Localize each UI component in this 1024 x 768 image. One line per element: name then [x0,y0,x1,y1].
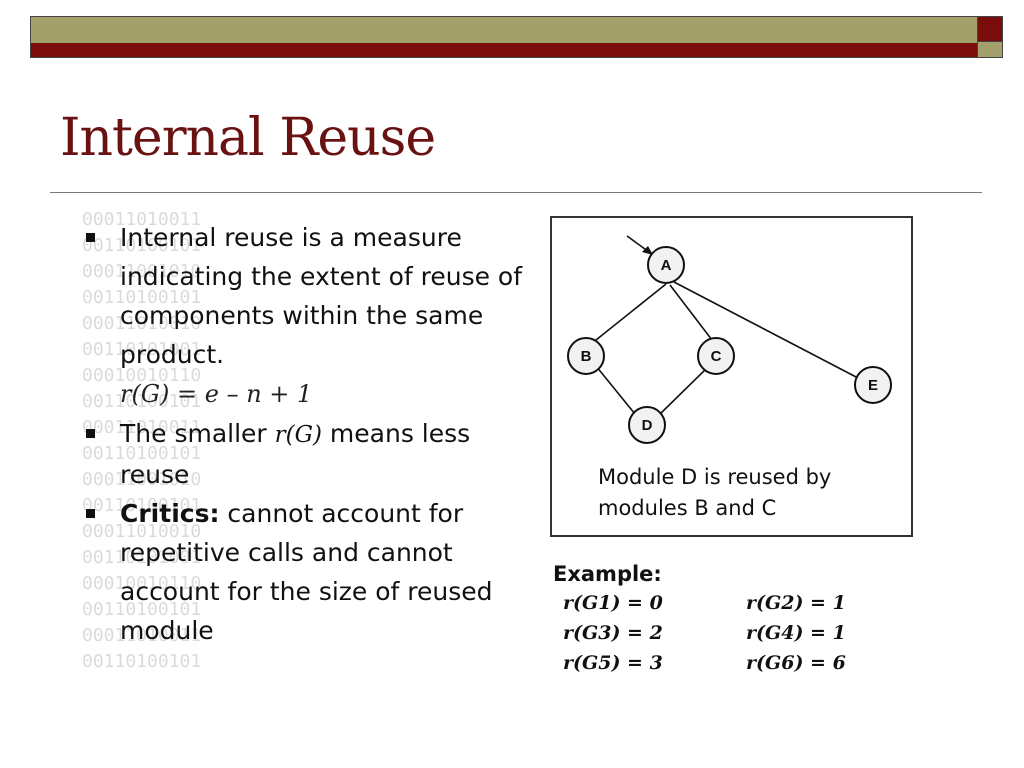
edge-b-d [595,365,636,415]
figure-caption: Module D is reused by modules B and C [598,462,831,524]
edge-c-d [658,367,708,416]
slide-title: Internal Reuse [60,108,436,168]
bullet-text-rg: r(G) [274,422,322,448]
node-label-c: C [711,348,722,365]
example-value: r(G1) = 0 [563,592,663,614]
header-band [30,16,978,58]
caption-line-2: modules B and C [598,496,777,520]
example-value: r(G4) = 1 [746,622,846,644]
node-a [647,246,685,284]
edge-a-c [669,284,713,341]
bullet-text-pre: The smaller [120,419,275,448]
bullet-definition: Internal reuse is a measure indicating t… [84,218,534,374]
bullet-critics: Critics: cannot account for repetitive c… [84,494,534,650]
critics-text: cannot account for repetitive calls and … [120,499,493,645]
reuse-formula: r(G) = e – n + 1 [120,380,313,408]
module-graph: A B C D E [567,235,892,444]
node-label-b: B [581,348,592,365]
node-c [697,337,735,375]
binary-background-decoration: 00011010011 00110100101 00011001010 0011… [82,209,202,672]
edge-a-e [673,281,859,379]
header-maroon-stripe [31,43,977,57]
bullet-marker-icon [86,429,95,438]
critics-label: Critics: [120,499,220,528]
header-olive-stripe [31,17,977,43]
entry-arrow-head-icon [642,246,653,255]
title-divider [50,192,982,193]
node-d [628,406,666,444]
node-label-e: E [868,377,878,394]
bullet-marker-icon [86,233,95,242]
corner-olive-square [977,41,1003,58]
example-value: r(G3) = 2 [563,622,663,644]
example-heading: Example: [553,562,662,586]
bullet-list: Internal reuse is a measure indicating t… [84,218,534,650]
bullet-text-post: means less reuse [120,419,471,489]
example-value: r(G6) = 6 [746,652,846,674]
corner-maroon-square [977,16,1003,42]
edge-a-b [585,283,667,349]
node-label-a: A [661,257,672,274]
bullet-text: Internal reuse is a measure indicating t… [120,223,523,369]
node-b [567,337,605,375]
example-value: r(G2) = 1 [746,592,846,614]
module-graph-figure: A B C D E Module D is reused by modules … [550,216,913,537]
caption-line-1: Module D is reused by [598,465,832,489]
bullet-marker-icon [86,509,95,518]
node-e [854,366,892,404]
node-label-d: D [642,417,653,434]
example-value: r(G5) = 3 [563,652,663,674]
bullet-smaller-rg: The smaller r(G) means less reuse [84,414,534,494]
